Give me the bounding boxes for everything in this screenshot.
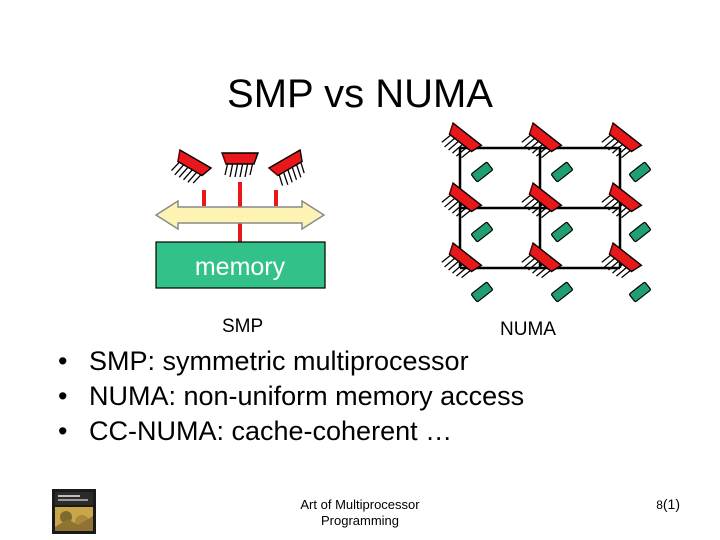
cache-icon <box>628 221 652 243</box>
cache-icon <box>470 281 494 303</box>
page-number-main: 8 <box>656 498 663 512</box>
memory-label: memory <box>195 253 286 281</box>
footer-line-1: Art of Multiprocessor <box>300 497 420 512</box>
cache-icon <box>550 161 574 183</box>
cache-icon <box>470 161 494 183</box>
smp-caption: SMP <box>222 316 264 337</box>
slide-title: SMP vs NUMA <box>227 72 493 116</box>
bullet-item: SMP: symmetric multiprocessor <box>58 344 524 379</box>
numa-caption: NUMA <box>500 319 556 340</box>
processor-icon <box>221 152 259 178</box>
page-number: 8(1) <box>656 496 680 512</box>
cache-icon <box>550 221 574 243</box>
processor-icon <box>268 149 313 190</box>
book-cover-icon <box>52 489 96 534</box>
bullet-item: NUMA: non-uniform memory access <box>58 379 524 414</box>
bullet-list: SMP: symmetric multiprocessor NUMA: non-… <box>58 344 524 449</box>
cache-icon <box>628 161 652 183</box>
page-number-suffix: (1) <box>662 496 680 512</box>
interconnect-grid <box>458 146 622 270</box>
cache-icon <box>628 281 652 303</box>
processor-icon <box>167 149 212 190</box>
memory-box <box>155 241 326 289</box>
footer-text: Art of Multiprocessor Programming <box>290 497 430 529</box>
smp-diagram: memory <box>154 149 326 289</box>
bullet-item: CC-NUMA: cache-coherent … <box>58 414 524 449</box>
cache-icon <box>470 221 494 243</box>
cache-icon <box>550 281 574 303</box>
numa-diagram <box>437 122 652 303</box>
footer-line-2: Programming <box>320 513 400 528</box>
shared-bus-arrow <box>154 199 326 231</box>
